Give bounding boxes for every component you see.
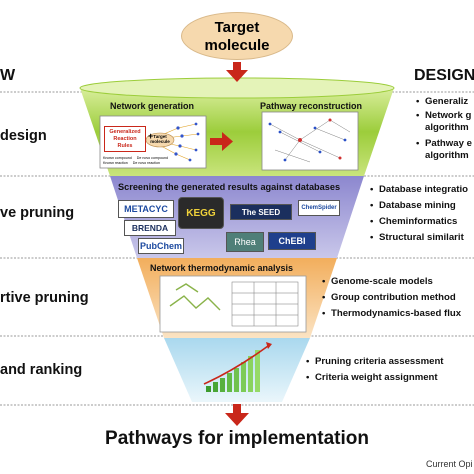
rhea-logo: Rhea xyxy=(226,232,264,252)
bullet-item: •Structural similarit xyxy=(370,232,464,243)
pathway-reconstruction-title: Pathway reconstruction xyxy=(260,101,363,111)
screening-title: Screening the generated results against … xyxy=(118,182,341,192)
bullet-item: •Network g xyxy=(416,110,472,121)
target-line1: Target xyxy=(214,19,260,36)
bullet-item: •Pruning criteria assessment xyxy=(306,356,444,367)
target-molecule-oval: Target molecule xyxy=(181,12,293,60)
target-line2: molecule xyxy=(204,37,270,54)
bullet-item: •Criteria weight assignment xyxy=(306,372,438,383)
ranking-bars-icon xyxy=(203,342,272,392)
arrow-to-pathways xyxy=(225,404,249,426)
stage-label-predictive-pruning: rtive pruning xyxy=(0,290,89,306)
bullet-item: •Cheminformatics xyxy=(370,216,458,227)
pathway-reconstruction-image xyxy=(261,111,359,171)
legend-item: De novo compound xyxy=(136,156,168,160)
thermodynamic-title: Network thermodynamic analysis xyxy=(150,263,294,273)
arrow-stage1 xyxy=(210,132,233,151)
legend-item: Known compound xyxy=(103,156,132,160)
target-mini-label: Target molecule xyxy=(150,134,170,144)
bullet-item: •Generaliz xyxy=(416,96,469,107)
network-generation-title: Network generation xyxy=(110,101,195,111)
brenda-logo: BRENDA xyxy=(124,220,176,236)
network-legend: Known compound De novo compound Known re… xyxy=(103,156,203,166)
stage-label-ranking: and ranking xyxy=(0,362,83,378)
legend-item: Known reaction xyxy=(103,161,128,165)
kegg-logo: KEGG xyxy=(178,197,224,229)
bullet-item: •Database integratio xyxy=(370,184,469,195)
plus-sign: + xyxy=(148,131,154,141)
legend-item: De novo reaction xyxy=(132,161,160,165)
arrow-target-to-funnel xyxy=(226,62,248,82)
pubchem-logo: PubChem xyxy=(138,238,184,254)
bullet-item: •Database mining xyxy=(370,200,456,211)
generalized-rules-box: Generalized Reaction Rules xyxy=(104,126,146,152)
bullet-item: •Genome-scale models xyxy=(322,276,433,287)
stage-label-design: design xyxy=(0,128,47,144)
credit-text: Current Opi xyxy=(426,459,473,469)
right-header: DESIGN xyxy=(414,67,474,84)
chemspider-logo: ChemSpider xyxy=(298,200,340,216)
metacyc-logo: METACYC xyxy=(118,200,174,218)
stage-label-pruning: ve pruning xyxy=(0,205,75,221)
bullet-item: algorithm xyxy=(425,150,469,161)
bullet-item: •Thermodynamics-based flux xyxy=(322,308,462,319)
bullet-item: •Group contribution method xyxy=(322,292,456,303)
target-mini-oval xyxy=(145,132,175,148)
seed-logo: The SEED xyxy=(230,204,292,220)
pathways-title: Pathways for implementation xyxy=(105,428,369,449)
bullet-item: •Pathway e xyxy=(416,138,472,149)
chebi-logo: ChEBI xyxy=(268,232,316,250)
bullet-item: algorithm xyxy=(425,122,469,133)
left-header: W xyxy=(0,67,16,84)
